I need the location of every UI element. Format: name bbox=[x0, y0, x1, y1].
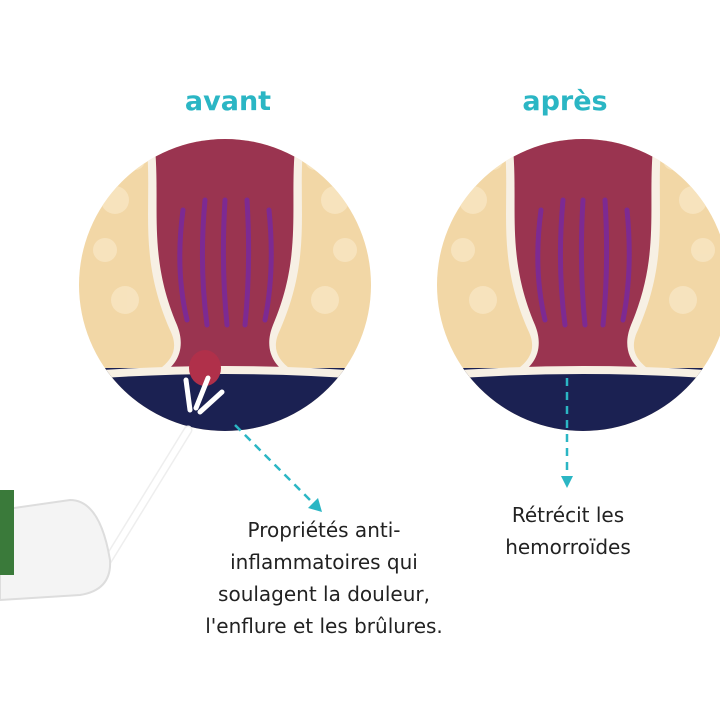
after-circle bbox=[433, 130, 720, 448]
arrow-head-right bbox=[561, 476, 573, 488]
after-caption: Rétrécit les hemorroïdes bbox=[468, 499, 668, 563]
before-title: avant bbox=[184, 86, 272, 117]
hemorrhoid-bulge bbox=[189, 350, 221, 386]
applicator bbox=[0, 375, 225, 602]
caption-line: soulagent la douleur, bbox=[218, 582, 430, 606]
arrow-head-left bbox=[308, 498, 322, 512]
after-title: après bbox=[522, 86, 608, 117]
caption-line: hemorroïdes bbox=[505, 535, 631, 559]
before-circle bbox=[75, 130, 375, 448]
caption-line: l'enflure et les brûlures. bbox=[205, 614, 443, 638]
caption-line: inflammatoires qui bbox=[230, 550, 418, 574]
dashed-arrows bbox=[234, 378, 569, 506]
before-caption: Propriétés anti- inflammatoires qui soul… bbox=[184, 514, 464, 642]
caption-line: Rétrécit les bbox=[511, 503, 625, 527]
caption-line: Propriétés anti- bbox=[247, 518, 401, 542]
